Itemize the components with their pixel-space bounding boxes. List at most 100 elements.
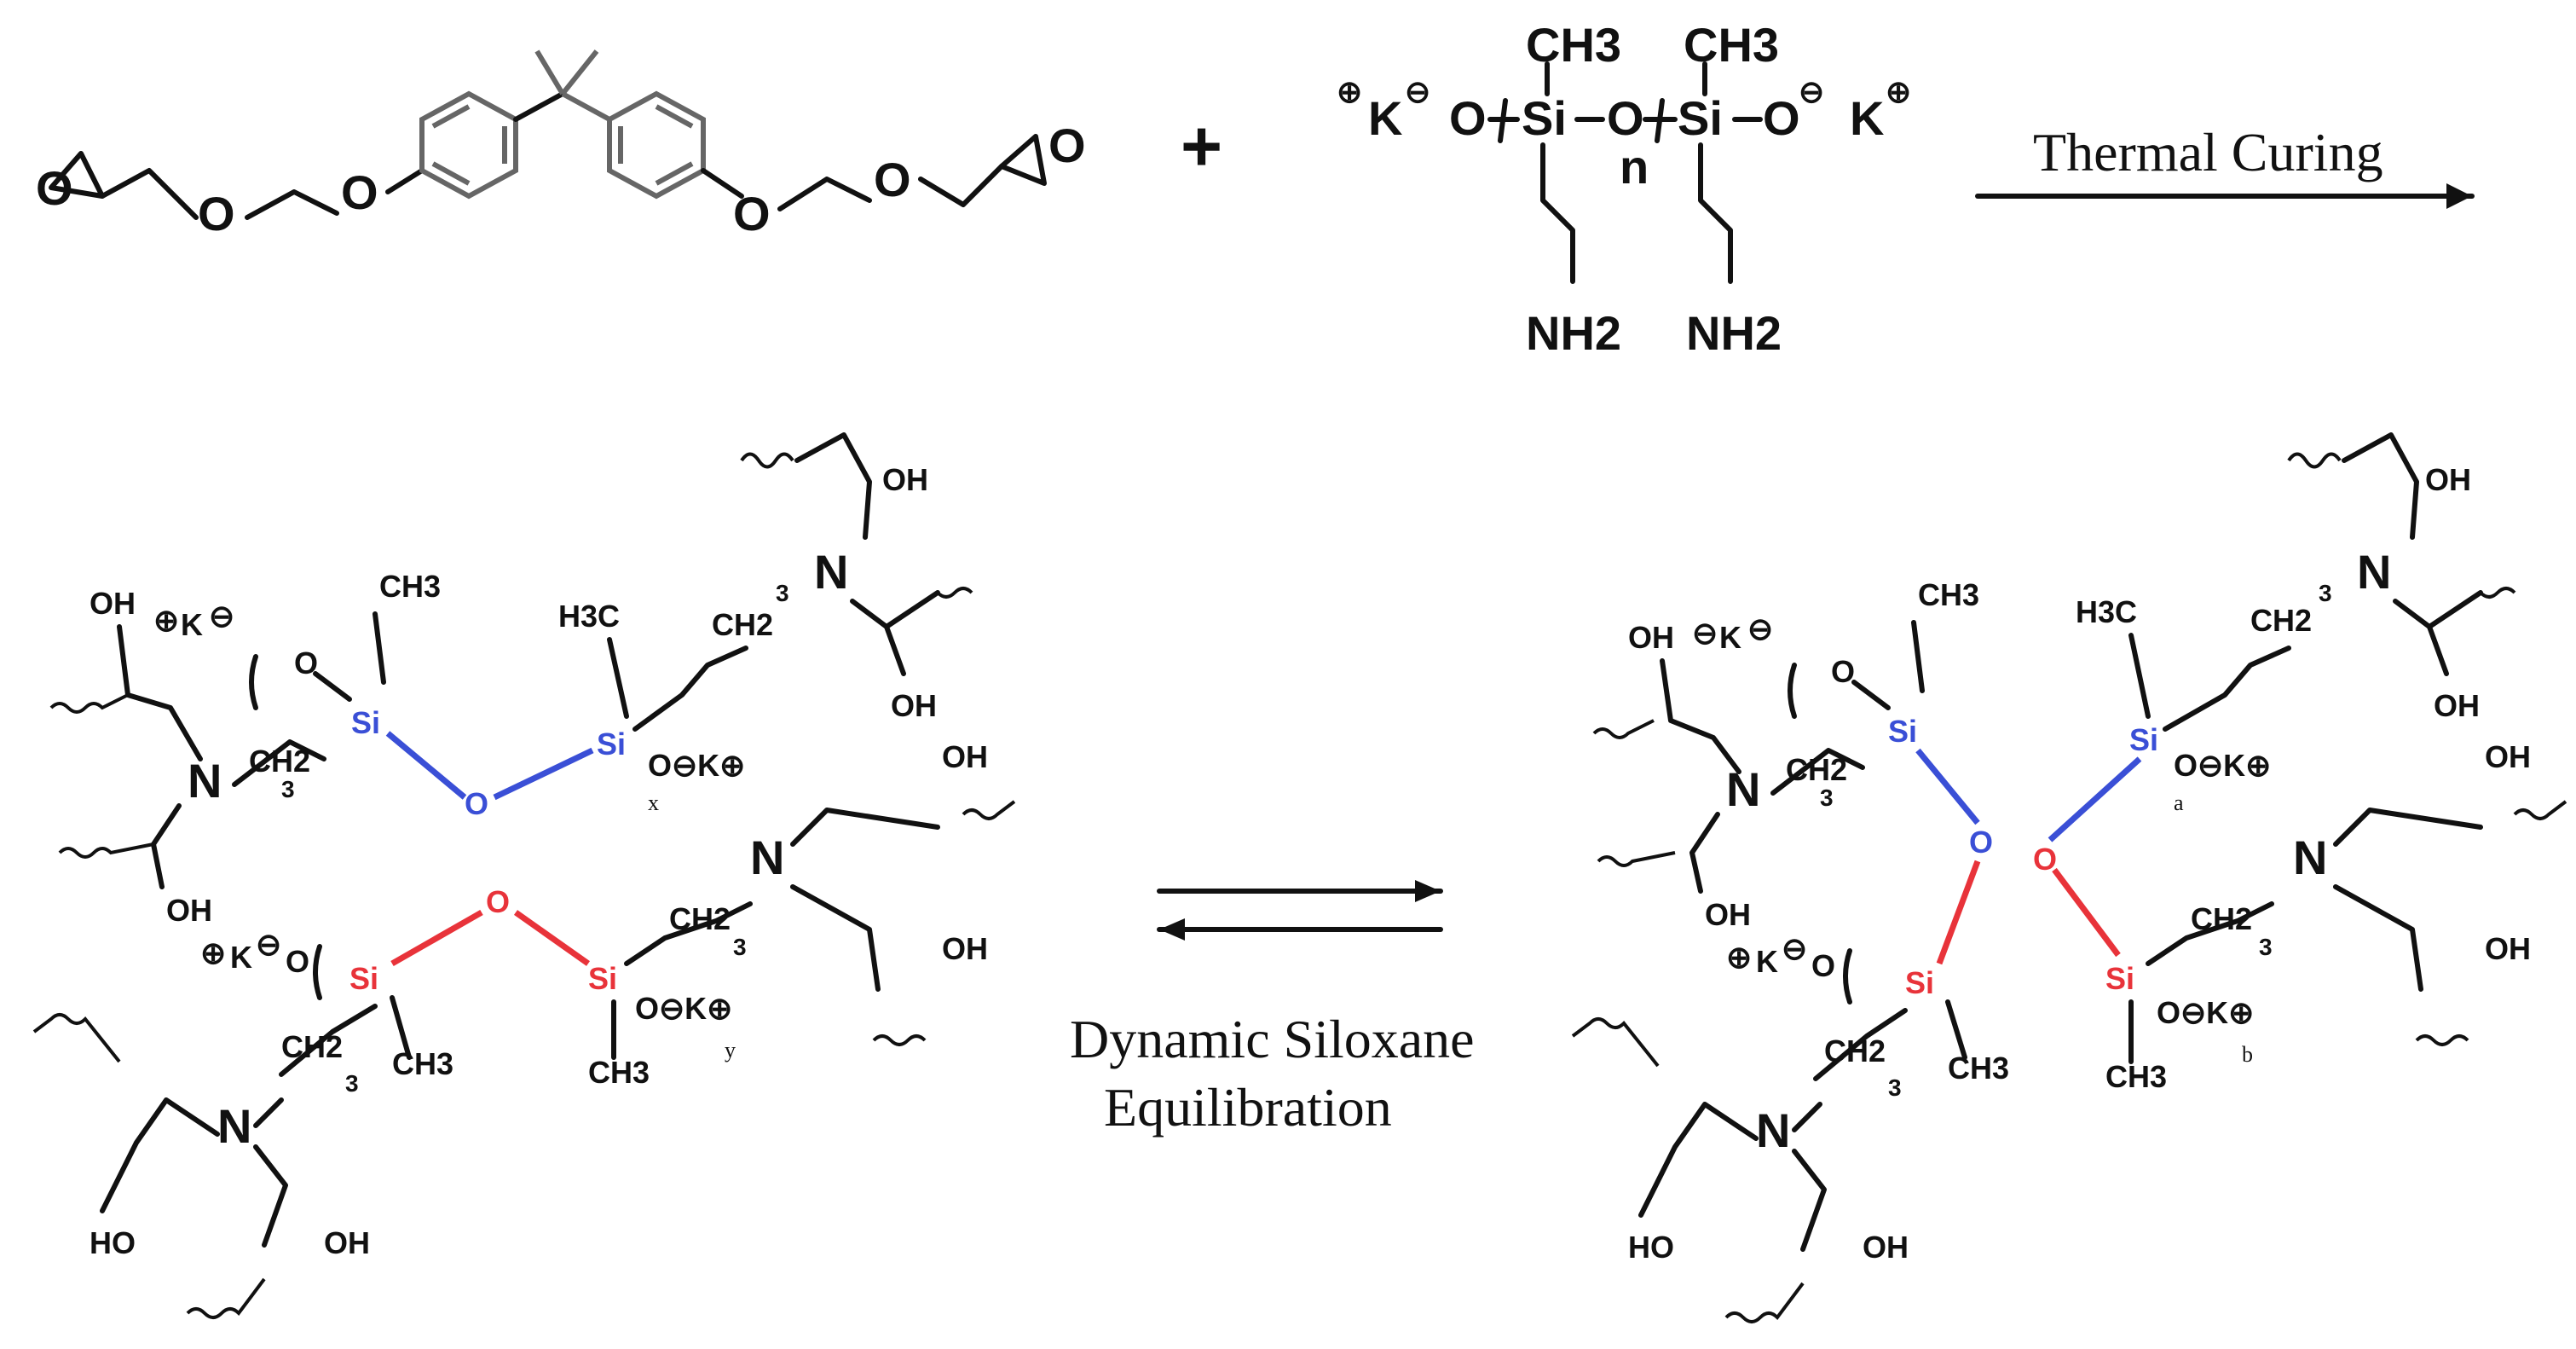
k-plus-2: ⊕	[200, 935, 226, 970]
ether-o-3: O	[733, 187, 771, 240]
o-k-r1: O⊖K⊕	[2174, 748, 2271, 783]
sub3-3: 3	[345, 1070, 359, 1097]
nh2-right: NH2	[1686, 306, 1782, 360]
epoxide-o-right: O	[1048, 119, 1086, 172]
h3c-1: H3C	[558, 599, 620, 634]
oh-2: OH	[891, 688, 937, 723]
n-r3: N	[2293, 831, 2327, 884]
k-plus-left: ⊕	[1337, 74, 1362, 109]
o-blue-r1: O	[1969, 825, 1993, 860]
k-minus-r1: ⊖	[1747, 611, 1773, 646]
ch2-3: CH2	[281, 1029, 343, 1064]
sub3-2: 3	[776, 580, 789, 606]
o-r2: O	[1811, 948, 1835, 983]
ho-r1: OH	[1628, 620, 1674, 655]
o-k-1: O⊖K⊕	[648, 748, 745, 783]
epoxy-monomer: O O O O O O	[36, 49, 1086, 240]
ho-2: HO	[90, 1225, 136, 1260]
ether-o-1: O	[198, 187, 235, 240]
si-red-1: Si	[349, 961, 378, 996]
sub3-r2: 3	[2319, 580, 2332, 606]
k-plus-1: ⊕	[153, 603, 179, 638]
repeat-b: b	[2242, 1042, 2253, 1067]
n-repeat: n	[1620, 140, 1649, 194]
o-minus-right: ⊖	[1799, 74, 1824, 109]
equilibration-line-1: Dynamic Siloxane	[1070, 1009, 1475, 1069]
ho-1: OH	[90, 586, 136, 621]
ch2-4: CH2	[669, 901, 731, 936]
ch2-r4: CH2	[2191, 901, 2252, 936]
oh-r2: OH	[2434, 688, 2480, 723]
si-red-r1: Si	[1905, 965, 1934, 1000]
oh-5: OH	[942, 931, 988, 966]
n-4: N	[217, 1099, 251, 1153]
ch2-1: CH2	[249, 744, 310, 779]
ch3-r3: CH3	[2105, 1059, 2167, 1094]
k-plus-r1: ⊖	[1692, 616, 1718, 651]
nh2-left: NH2	[1526, 306, 1621, 360]
equilibration-line-2: Equilibration	[1104, 1077, 1392, 1138]
si-right: Si	[1678, 91, 1723, 145]
n-r2: N	[1726, 762, 1760, 816]
k-r2: K	[1756, 944, 1778, 979]
sub3-r3: 3	[1888, 1074, 1902, 1101]
thermal-curing-label: Thermal Curing	[2033, 122, 2383, 182]
n-r4: N	[1756, 1103, 1790, 1157]
si-blue-1: Si	[351, 705, 380, 740]
o-bridge: O	[1607, 91, 1644, 145]
n-1: N	[814, 545, 848, 599]
siloxane-oligomer: ⊕ K ⊖ O Si CH3 O n Si CH3 O ⊖ K ⊕ NH2 NH…	[1337, 18, 1911, 360]
si-red-r2: Si	[2105, 961, 2134, 996]
oh-r3: OH	[1705, 897, 1751, 932]
o-r1: O	[1831, 654, 1855, 689]
oh-6: OH	[324, 1225, 370, 1260]
k-minus-2: ⊖	[256, 927, 281, 962]
o-right: O	[1763, 91, 1800, 145]
o-red-r1: O	[2033, 842, 2057, 877]
ch2-r2: CH2	[2250, 603, 2312, 638]
ho-r2: HO	[1628, 1230, 1674, 1265]
repeat-y: y	[725, 1038, 736, 1062]
ch3-left: CH3	[1526, 18, 1621, 72]
h3c-r1: H3C	[2076, 594, 2137, 629]
si-blue-r1: Si	[1888, 714, 1917, 749]
k-1: K	[181, 607, 203, 642]
ch3-1: CH3	[379, 569, 441, 604]
sub3-4: 3	[733, 934, 747, 960]
k-right: K	[1850, 91, 1884, 145]
k-minus-1: ⊖	[209, 599, 234, 634]
o-2: O	[286, 944, 309, 979]
thermal-curing-arrow: Thermal Curing	[1975, 122, 2475, 209]
ch3-3: CH3	[588, 1055, 650, 1090]
o-red-1: O	[486, 884, 510, 919]
oh-4: OH	[942, 739, 988, 774]
repeat-a: a	[2174, 790, 2184, 815]
sub3-1: 3	[281, 776, 295, 802]
ch3-r1: CH3	[1918, 577, 1979, 612]
o-left: O	[1449, 91, 1487, 145]
n-2: N	[188, 754, 222, 808]
n-3: N	[750, 831, 784, 884]
k-2: K	[230, 940, 252, 975]
si-blue-2: Si	[597, 727, 626, 761]
ch2-r1: CH2	[1786, 752, 1847, 787]
epoxide-o-left: O	[36, 161, 73, 215]
plus-sign: +	[1181, 106, 1222, 186]
k-plus-right: ⊕	[1886, 74, 1911, 109]
ch3-r2: CH3	[1948, 1051, 2009, 1086]
network-right: OH N OH OH N OH ⊖ K ⊖ O CH3 CH2 3 Si O S…	[1571, 432, 2567, 1323]
k-left: K	[1368, 91, 1402, 145]
ether-o-2: O	[341, 165, 378, 219]
oh-r6: OH	[1863, 1230, 1909, 1265]
oh-r5: OH	[2485, 931, 2531, 966]
k-r1: K	[1719, 620, 1741, 655]
o-k-2: O⊖K⊕	[635, 991, 732, 1026]
ch2-2: CH2	[712, 607, 773, 642]
ch3-2: CH3	[392, 1046, 453, 1081]
sub3-r4: 3	[2259, 934, 2273, 960]
si-blue-r2: Si	[2129, 722, 2158, 757]
ch2-r3: CH2	[1824, 1033, 1886, 1068]
k-minus-left: ⊖	[1405, 74, 1430, 109]
k-plus-r2: ⊕	[1726, 940, 1752, 975]
